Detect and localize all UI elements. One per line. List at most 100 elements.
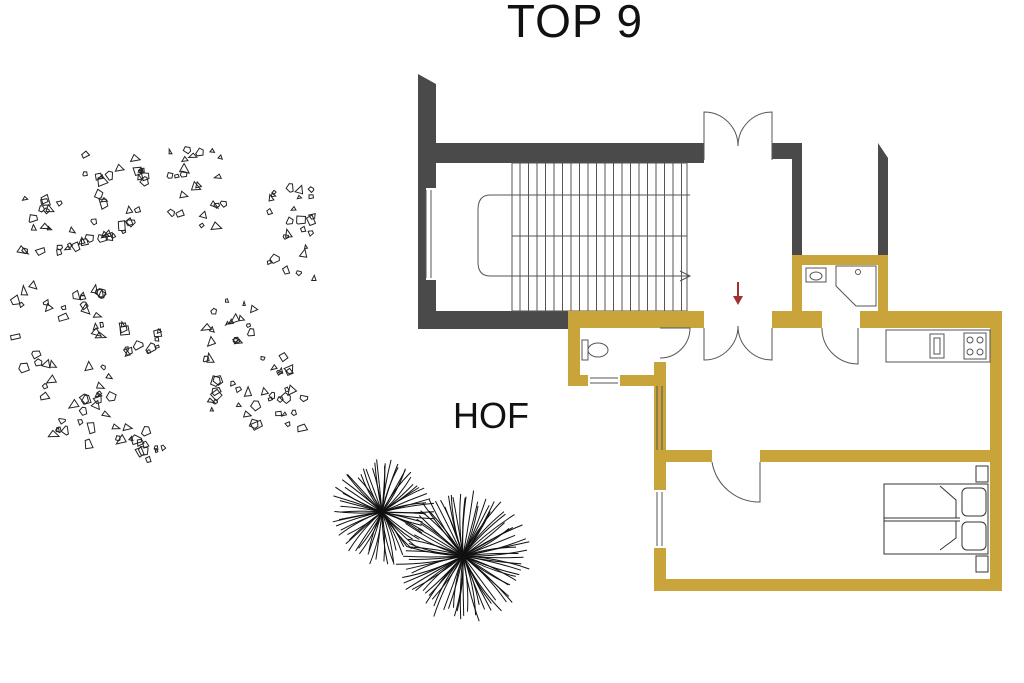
shrub-leaf	[280, 411, 288, 417]
apartment-walls	[568, 255, 1002, 591]
shrub-leaf	[178, 162, 191, 174]
tree-branch	[462, 514, 515, 557]
shrub-leaf	[210, 307, 218, 315]
tree-branch	[405, 523, 464, 557]
shrub-leaf	[77, 236, 86, 246]
shrub-leaf	[198, 222, 205, 229]
shrub-leaf	[211, 387, 222, 397]
shrub-leaf	[209, 375, 221, 387]
shrub-leaf	[202, 355, 210, 363]
shrub-leaf	[47, 429, 61, 438]
shrub-leaf	[80, 294, 87, 301]
shrub-leaf	[67, 398, 80, 409]
shrub-leaf	[125, 204, 134, 215]
shrub-leaf	[285, 216, 294, 225]
tree-branch	[369, 511, 383, 565]
shrub-leaf	[134, 446, 145, 458]
shrub-leaf	[290, 409, 297, 416]
shrub-leaf	[229, 312, 240, 325]
shrub-leaf	[154, 336, 160, 342]
shrub-leaf	[66, 242, 74, 249]
shrub-leaf	[56, 248, 63, 256]
shrub-leaf	[9, 294, 21, 306]
shrub-leaf	[16, 244, 30, 255]
shrub-leaf	[118, 322, 128, 334]
shrub-leaf	[82, 171, 88, 177]
tree-branch	[405, 555, 464, 591]
sink-icon	[805, 267, 827, 283]
shrub-leaf	[122, 423, 134, 432]
shrub-leaf	[278, 352, 289, 363]
shrub-leaf	[110, 232, 117, 239]
shrub-leaf	[282, 234, 290, 240]
shrub-leaf	[40, 193, 51, 206]
living-window	[590, 377, 663, 546]
shrub-leaf	[30, 223, 38, 231]
shower-icon	[835, 265, 877, 307]
shrub-leaf	[212, 375, 224, 386]
shrub-leaf	[42, 298, 50, 306]
tree-branch	[381, 511, 423, 534]
shrub-leaf	[136, 438, 145, 447]
shrub-leaf	[266, 259, 273, 266]
shrub-leaf	[56, 244, 64, 251]
shrub-leaf	[20, 284, 29, 296]
shrub-leaf	[90, 218, 98, 226]
shrub-leaf	[140, 425, 152, 437]
tree-branch	[358, 511, 383, 549]
shrub-leaf	[84, 360, 94, 372]
shrub-leaf	[154, 447, 159, 454]
shrub-leaf	[105, 390, 117, 402]
shrub-leaf	[243, 385, 253, 397]
tree-branch	[381, 487, 425, 513]
tree-branch	[462, 513, 506, 557]
shrub-leaf	[224, 320, 230, 327]
shrub-leaf	[92, 395, 102, 405]
shrub-leaf	[224, 298, 230, 303]
shrub-leaf	[206, 397, 217, 404]
tree-branch	[462, 546, 517, 557]
tree-branch	[450, 494, 464, 557]
shrub-leaf	[179, 190, 190, 199]
tree-branch	[462, 555, 497, 601]
tree-branch	[344, 486, 383, 513]
shrub-leaf	[46, 225, 53, 231]
shrub-leaf	[208, 147, 216, 154]
tree-branch	[381, 511, 420, 540]
shrub-leaf	[209, 406, 215, 412]
shrub-leaf	[260, 355, 266, 361]
shrub-leaf	[33, 358, 43, 367]
tree-branch	[381, 511, 395, 565]
shrub-leaf	[153, 328, 163, 338]
courtyard-label: HOF	[453, 395, 529, 436]
tree-branch	[408, 542, 464, 557]
shrub-leaf	[269, 253, 280, 265]
tree-branch	[376, 459, 383, 513]
shrub-leaf	[18, 362, 30, 374]
shrub-leaf	[60, 304, 67, 311]
tree-branch	[381, 511, 435, 514]
tree-icon	[395, 490, 530, 622]
tree-branch	[435, 500, 464, 557]
shrub-leaf	[28, 214, 39, 223]
entrance-arrow-icon	[733, 282, 743, 305]
shrub-leaf	[58, 417, 67, 425]
shrub-leaf	[41, 383, 49, 390]
shrub-leaf	[124, 346, 129, 352]
shrub-leaf	[210, 221, 223, 231]
shrub-leaf	[40, 198, 49, 206]
shrub-leaf	[92, 322, 99, 331]
tree-branch	[414, 534, 464, 557]
shrub-leaf	[93, 188, 104, 200]
shrub-leaf	[308, 194, 315, 200]
shrub-leaf	[40, 358, 51, 369]
shrub-leaf	[260, 386, 270, 396]
tree-branch	[402, 555, 464, 578]
shrub-leaf	[212, 398, 219, 405]
shrub-leaf	[39, 391, 51, 401]
tree-branch	[355, 511, 383, 552]
shrub-leaf	[160, 444, 167, 452]
shrub-leaf	[187, 152, 199, 159]
shrub-leaf	[126, 219, 136, 228]
